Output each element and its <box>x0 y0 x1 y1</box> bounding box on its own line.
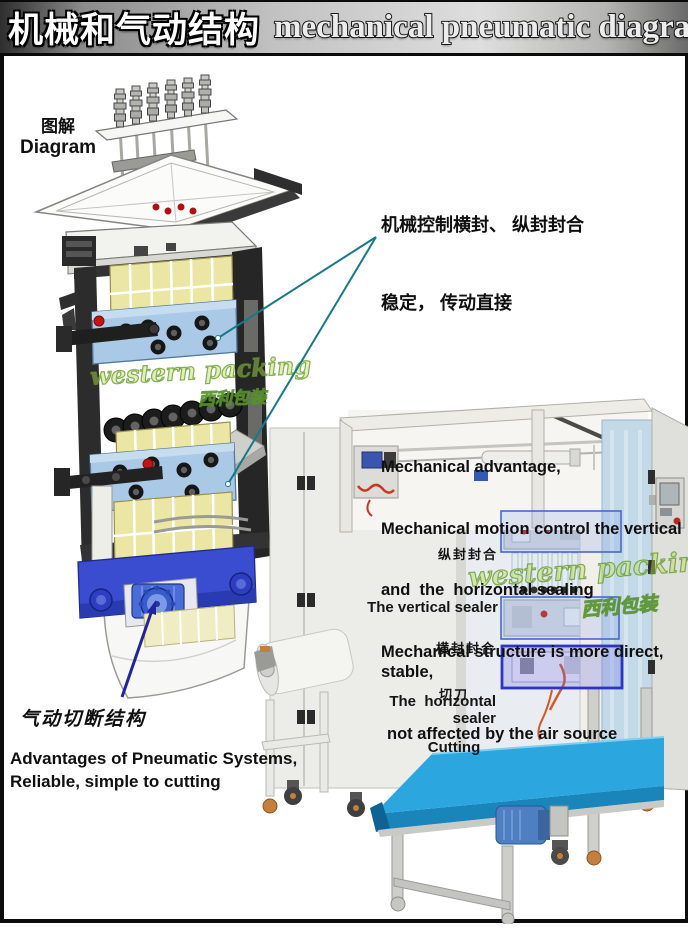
top-frame <box>339 398 653 533</box>
description-en-line2: Mechanical motion control the vertical <box>381 519 682 538</box>
horizontal-sealer-label: 横封封合 The horizontal sealer <box>352 602 496 763</box>
leveling-foot <box>262 798 278 814</box>
vertical-sealer-label-zh: 纵封封合 <box>437 547 498 562</box>
page-title-chinese: 机械和气动结构 <box>8 11 261 50</box>
pneumatic-cutter-base <box>77 545 257 628</box>
vertical-sealer-highlight-box <box>500 510 622 553</box>
vertical-sealer-label-en: The vertical sealer <box>367 599 498 616</box>
description-zh-line1: 机械控制横封、 纵封封合 <box>381 215 584 235</box>
description-zh-line2: 稳定， 传动直接 <box>381 293 513 313</box>
description-en-line5: not affected by the air source <box>387 724 618 743</box>
nozzle-plate <box>94 109 239 141</box>
control-panel <box>649 477 685 529</box>
pneumatic-note-en-line1: Advantages of Pneumatic Systems, <box>10 749 298 768</box>
diagram-label-en: Diagram <box>20 137 97 158</box>
horizontal-sealer-label-en: The horizontal sealer <box>389 693 496 727</box>
cutting-label-zh: 切刀 <box>438 687 469 702</box>
roller-row <box>103 392 243 443</box>
vertical-sealer-label: 纵封封合 The vertical sealer <box>358 508 498 652</box>
header-banner: 机械和气动结构 mechanical pneumatic diagram <box>0 0 688 56</box>
upper-sealer-bar <box>56 299 238 365</box>
description-en-line4: Mechanical structure is more direct, sta… <box>381 642 669 682</box>
emergency-button <box>673 517 681 525</box>
exploded-machine-diagram <box>33 74 302 699</box>
description-en-line3: and the horizontal sealing <box>381 581 594 599</box>
pneumatic-note-en-line2: Reliable, simple to cutting <box>10 771 221 791</box>
horizontal-sealer-label-zh: 横封封合 <box>435 641 496 656</box>
left-bracket <box>91 485 113 563</box>
diagram-label: 图解 Diagram <box>20 112 96 159</box>
cutting-highlight-box <box>500 644 624 690</box>
knob-row <box>520 586 588 594</box>
belt-top <box>374 737 664 814</box>
content-area: western packing 西利包装 western packing 西利包… <box>0 56 688 924</box>
diagram-label-zh: 图解 <box>41 117 76 136</box>
pneumatic-note-zh: 气动切断结构 <box>20 709 147 730</box>
heater-blocks-row4 <box>143 604 236 648</box>
panel-screen <box>659 482 680 506</box>
description-en-line1: Mechanical advantage, <box>381 458 561 476</box>
conveyor-motor <box>495 805 569 865</box>
cutting-label: 切刀 Cutting <box>417 648 491 792</box>
horizontal-sealer-highlight-box <box>500 596 620 640</box>
page-title-english: mechanical pneumatic diagram <box>273 8 688 46</box>
cabinet-casters <box>284 780 365 817</box>
machine-photo <box>254 398 688 924</box>
mechanical-description: 机械控制横封、 纵封封合 稳定， 传动直接 Mechanical advanta… <box>381 124 688 821</box>
film-roll-unwinder <box>254 628 354 814</box>
pneumatic-note: 气动切断结构 Advantages of Pneumatic Systems, … <box>10 704 300 793</box>
red-coil-hose <box>357 483 395 494</box>
conveyor <box>370 736 665 924</box>
cutting-label-en: Cutting <box>427 739 481 756</box>
